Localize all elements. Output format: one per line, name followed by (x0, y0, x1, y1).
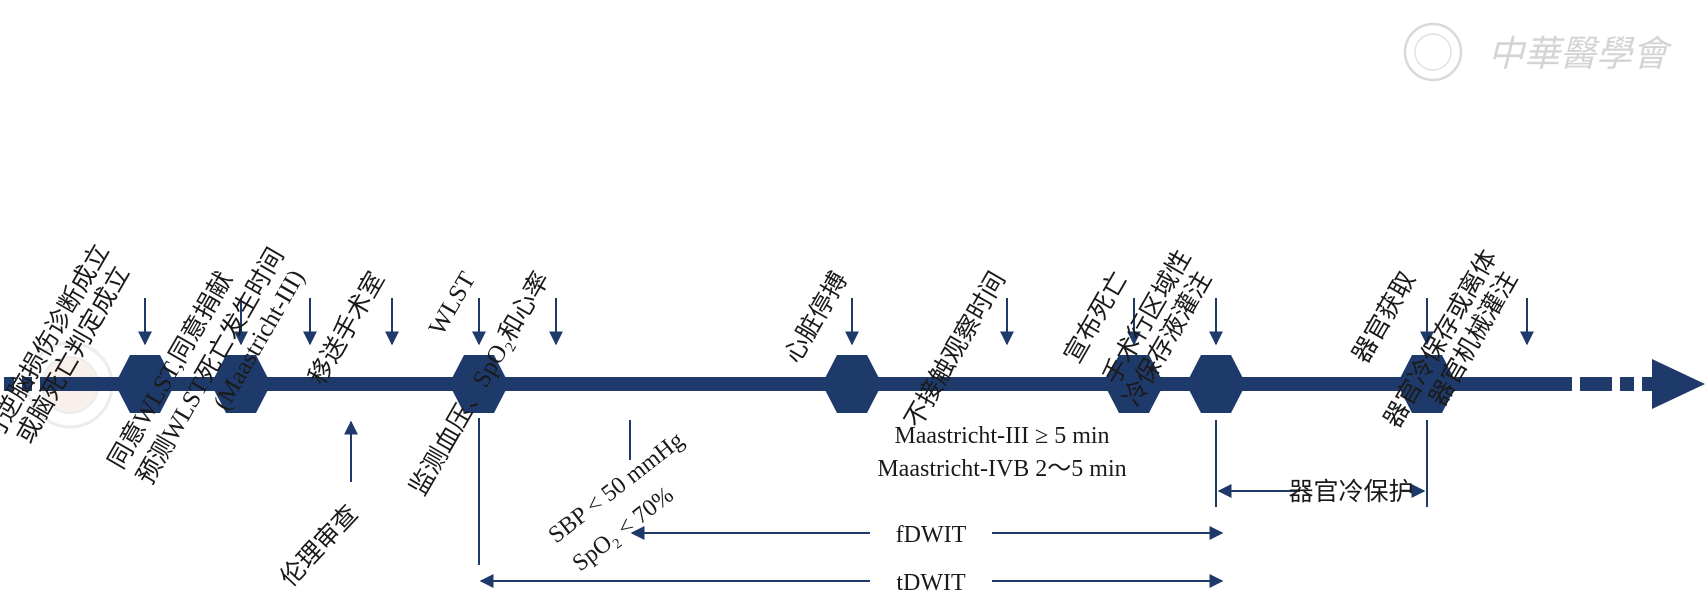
event-marker: 移送手术室 (303, 267, 399, 389)
cold-protection-label: 器官冷保护 (1288, 478, 1413, 506)
event-label: 心脏停搏 (779, 267, 853, 368)
tdwit-label: tDWIT (896, 570, 966, 592)
event-node (1104, 355, 1164, 413)
publisher-logo-watermark: 中華醫學會 (1403, 22, 1673, 82)
fdwit-span: fDWIT (630, 522, 1224, 548)
event-node (822, 355, 882, 413)
maastricht-ivb-duration: Maastricht-IVB 2～5 min (877, 456, 1126, 482)
observation-time-note: Maastricht-III ≥ 5 min Maastricht-IVB 2～… (877, 423, 1126, 482)
event-marker: 心脏停搏 (779, 267, 882, 413)
event-node (211, 355, 271, 413)
event-node (1186, 355, 1246, 413)
axis-arrowhead (1652, 359, 1705, 409)
ethics-review-marker: 伦理审查 (275, 420, 364, 592)
event-label: 不接触观察时间 (899, 267, 1011, 433)
logo-text: 中華醫學會 (1488, 34, 1673, 74)
event-label: 器官获取 (1347, 267, 1421, 368)
maastricht-iii-duration: Maastricht-III ≥ 5 min (894, 423, 1109, 449)
event-node (449, 355, 509, 413)
event-label: 移送手术室 (303, 267, 390, 389)
tdwit-span: tDWIT (479, 570, 1224, 596)
timeline-events: 不可逆脑损伤诊断成立或脑死亡判定成立同意WLST,同意捐献预测WLST死亡发生时… (0, 239, 1534, 500)
fdwit-label: fDWIT (896, 522, 967, 548)
event-marker: 不接触观察时间 (899, 267, 1014, 433)
event-node (1397, 355, 1457, 413)
ethics-review-label: 伦理审查 (275, 500, 364, 592)
threshold-marker: SBP < 50 mmHg SpO₂ < 70% (544, 420, 689, 577)
event-label: WLST (424, 268, 481, 340)
cold-protection-span: 器官冷保护 (1215, 420, 1428, 507)
event-node (115, 355, 175, 413)
